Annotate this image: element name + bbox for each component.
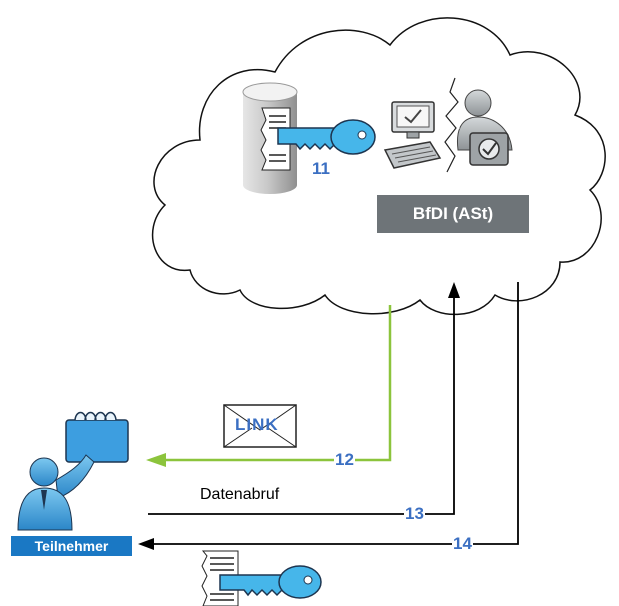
step-14: 14	[452, 534, 473, 553]
cloud-shape	[151, 17, 606, 316]
authority-box	[377, 195, 529, 233]
data-request-label: Datenabruf	[200, 486, 280, 503]
key-return-arrow	[138, 282, 519, 550]
workstation-icon	[383, 101, 442, 169]
step-12: 12	[334, 450, 355, 469]
participant-icon	[17, 411, 129, 531]
participant-label: Teilnehmer	[34, 538, 109, 554]
data-request-arrow	[148, 282, 460, 515]
document-key-icon	[201, 550, 322, 606]
link-arrow	[146, 305, 392, 467]
participant-box	[11, 536, 132, 556]
step-13: 13	[404, 504, 425, 523]
envelope-icon	[223, 404, 297, 448]
authority-label: BfDI (ASt)	[412, 204, 494, 223]
step-11: 11	[311, 159, 331, 178]
officer-icon	[456, 89, 513, 166]
key-icon	[277, 119, 376, 155]
database-icon	[242, 82, 298, 194]
envelope-label: LINK	[235, 415, 279, 434]
